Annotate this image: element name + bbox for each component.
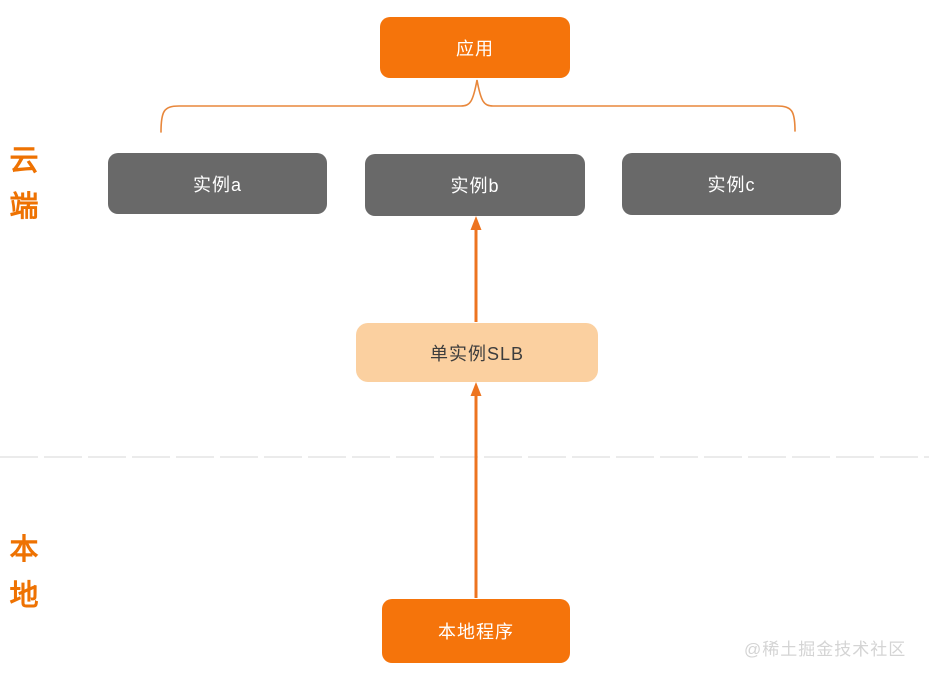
node-slb-label: 单实例SLB [429,343,525,364]
watermark: @稀土掘金技术社区 [744,640,907,659]
node-instance-b: 实例b [365,154,585,216]
node-app-label: 应用 [456,38,494,59]
node-instance-a-label: 实例a [192,174,242,195]
node-instance-a: 实例a [108,153,327,214]
region-label-local: 本地 [9,534,39,612]
node-local-program: 本地程序 [382,599,570,663]
arrow-local-to-slb [470,382,482,598]
node-instance-c-label: 实例c [707,175,756,195]
arrow-slb-to-instance-b [470,216,482,322]
brace-connector [160,79,796,133]
node-app: 应用 [380,17,570,78]
region-label-cloud: 云端 [9,145,39,223]
node-instance-b-label: 实例b [450,176,500,196]
node-local-program-label: 本地程序 [438,622,514,642]
node-instance-c: 实例c [622,153,841,215]
node-slb: 单实例SLB [356,323,598,382]
